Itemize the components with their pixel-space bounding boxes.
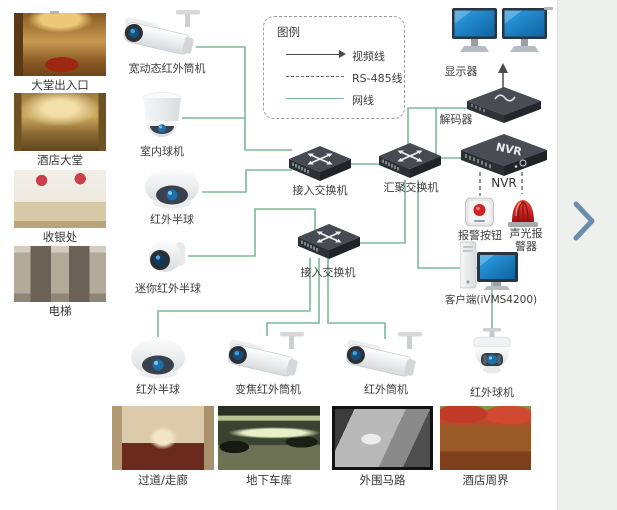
aggregation-switch-label: 汇聚交换机	[383, 181, 439, 194]
photo-lobby-entrance	[14, 13, 106, 76]
network-line-sample	[286, 98, 344, 99]
alarm-button-label: 报警按钮	[458, 229, 502, 242]
monitors-label: 显示器	[444, 65, 478, 78]
artifact-dash-left	[50, 11, 59, 14]
wire-access2-to-dome-b	[157, 258, 311, 337]
nvr-label: NVR	[491, 176, 517, 190]
photo-garage-label: 地下车库	[246, 473, 292, 487]
page-right-rail	[557, 0, 617, 510]
artifact-dash-right	[544, 7, 553, 10]
wire-access2-to-zoom-bullet	[266, 258, 320, 336]
wire-ir-dome-to-access1	[202, 169, 292, 193]
ir-ptz-label: 红外球机	[470, 386, 514, 399]
aggregation-switch-icon	[379, 143, 441, 179]
wire-access2-to-ir-bullet	[327, 258, 386, 339]
indoor-dome-camera-icon	[142, 92, 182, 137]
mini-ir-dome-camera-icon	[149, 240, 185, 272]
client-pc-icon	[460, 241, 518, 290]
photo-cashier	[14, 170, 106, 228]
wire-agg-to-decoder	[407, 107, 470, 146]
access-switch-2-icon	[298, 224, 360, 260]
photo-hotel-lobby	[14, 93, 106, 151]
nvr-device-icon: NVR	[461, 134, 547, 176]
photo-hotel-perimeter	[440, 406, 531, 470]
wire-agg-to-client	[417, 180, 477, 269]
zoom-ir-bullet-camera-icon	[224, 331, 305, 379]
wire-mini-dome-to-access2	[188, 208, 316, 257]
siren-label: 声光报警器	[509, 227, 543, 253]
mini-dome-label: 迷你红外半球	[135, 282, 201, 295]
ir-dome-bottom-label: 红外半球	[136, 383, 180, 396]
access-switch-1-icon	[289, 146, 351, 182]
ir-dome-label: 红外半球	[150, 213, 194, 226]
display-monitors-icon	[452, 8, 547, 52]
alarm-button-icon	[465, 197, 494, 227]
zoom-bullet-label: 变焦红外筒机	[235, 383, 301, 396]
access-switch-1-label: 接入交换机	[292, 184, 348, 197]
photo-lobby-entrance-label: 大堂出入口	[31, 78, 89, 92]
ir-bullet-label: 红外筒机	[364, 383, 408, 396]
wide-bullet-label: 宽动态红外筒机	[128, 62, 206, 75]
access-switch-2-label: 接入交换机	[300, 266, 356, 279]
siren-icon	[508, 200, 538, 227]
ir-bullet-camera-icon	[342, 331, 423, 379]
photo-hotel-lobby-label: 酒店大堂	[37, 153, 83, 167]
client-label: 客户端(iVMS4200)	[444, 294, 538, 306]
ir-dome-camera-icon	[145, 168, 199, 209]
photo-perimeter-label: 酒店周界	[462, 473, 509, 487]
video-arrowhead	[498, 63, 508, 73]
ir-dome-camera-bottom-icon	[131, 338, 185, 379]
video-line-sample	[286, 50, 346, 58]
legend-box: 图例 视频线 RS-485线 网线	[263, 16, 405, 119]
photo-road-label: 外围马路	[359, 473, 406, 487]
ir-ptz-dome-camera-icon	[473, 328, 511, 374]
decoder-label: 解码器	[439, 113, 473, 126]
photo-perimeter-road	[332, 406, 433, 470]
photo-garage	[218, 406, 320, 470]
decoder-icon	[467, 87, 541, 123]
legend-rs485-label: RS-485线	[352, 72, 403, 85]
legend-video-label: 视频线	[352, 50, 385, 63]
chevron-right-icon[interactable]	[572, 200, 598, 242]
indoor-dome-label: 室内球机	[140, 145, 184, 158]
nvr-badge: NVR	[495, 140, 524, 158]
photo-corridor	[112, 406, 214, 470]
wire-agg-to-access2	[357, 180, 406, 244]
wide-dynamic-ir-bullet-camera-icon	[120, 9, 201, 57]
photo-corridor-label: 过道/走廊	[138, 473, 188, 487]
legend-network-label: 网线	[352, 94, 374, 107]
wire-wide-bullet-to-access1	[196, 46, 292, 151]
rs485-line-sample	[286, 76, 344, 77]
legend-title: 图例	[277, 25, 300, 39]
photo-elevator-label: 电梯	[48, 304, 72, 318]
photo-elevator	[14, 246, 106, 302]
photo-cashier-label: 收银处	[42, 230, 78, 244]
